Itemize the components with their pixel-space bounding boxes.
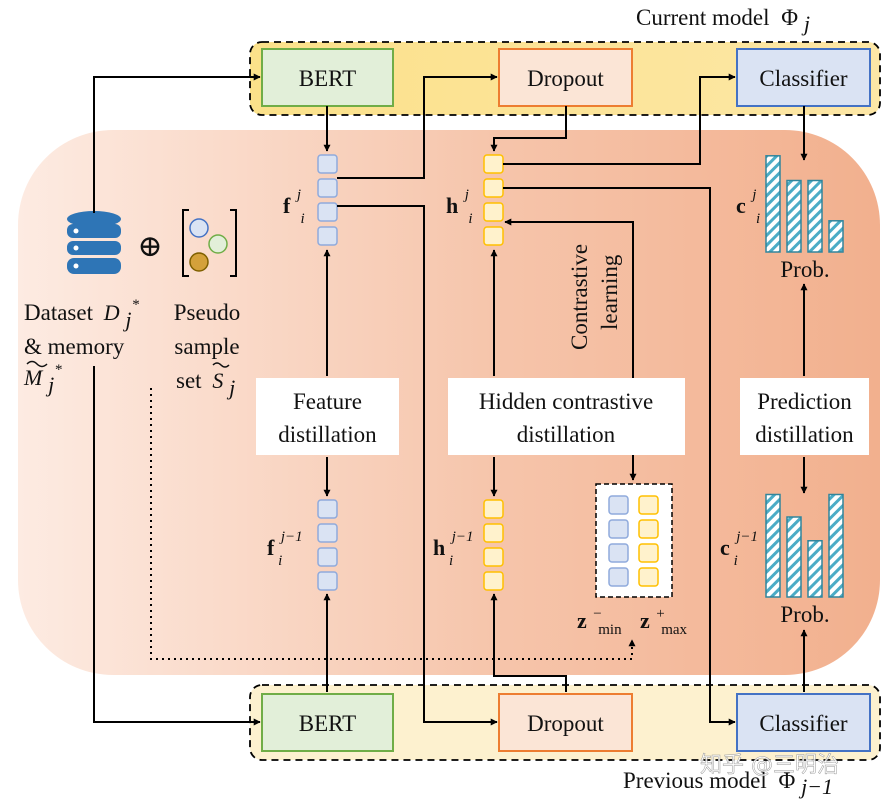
pseudo-label-line2: sample: [174, 334, 239, 359]
memory-label: & memory: [24, 334, 125, 359]
z-min-label: z − min: [577, 598, 622, 638]
prob-current-bar-1: [765, 155, 781, 253]
prob-bars-current: [765, 155, 844, 253]
svg-text:distillation: distillation: [755, 422, 854, 447]
pseudo-set-icon: [182, 209, 237, 277]
feature-distillation-box: Feature distillation: [256, 378, 399, 455]
f-previous-label: f j−1 i: [267, 521, 308, 569]
prob-previous-bar-3: [807, 540, 823, 598]
bert-previous: BERT: [261, 693, 394, 752]
svg-text:distillation: distillation: [517, 422, 616, 447]
prob-current-bar-4: [828, 220, 844, 253]
watermark: 知乎 @三明治: [700, 753, 839, 778]
svg-text:distillation: distillation: [278, 422, 377, 447]
svg-text:Hidden contrastive: Hidden contrastive: [479, 389, 653, 414]
pseudo-tilde: [212, 362, 230, 368]
contrastive-learning-label: Contrastive: [567, 244, 592, 350]
prob-current-bar-2: [786, 179, 802, 253]
svg-text:Dropout: Dropout: [527, 711, 604, 736]
prediction-distillation-box: Prediction distillation: [740, 378, 869, 455]
f-current-label: f j i: [283, 179, 307, 227]
h-previous-label: h j−1 i: [433, 521, 479, 569]
feature-vector-previous: [317, 499, 338, 591]
svg-text:Dropout: Dropout: [527, 66, 604, 91]
connectors: [93, 73, 808, 726]
svg-text:BERT: BERT: [299, 711, 356, 736]
svg-text:Feature: Feature: [293, 389, 362, 414]
prob-previous-bar-1: [765, 493, 781, 598]
hidden-vector-current: [483, 154, 504, 246]
classifier-current: Classifier: [736, 48, 871, 107]
prob-current-bar-3: [807, 179, 823, 253]
previous-model-title: Previous model Φ j−1: [623, 768, 833, 799]
current-model-title: Current model Φ j: [636, 5, 810, 36]
svg-text:BERT: BERT: [299, 66, 356, 91]
c-previous-label: c j−1 i: [720, 521, 764, 569]
pseudo-label-line3: set S j: [176, 368, 235, 400]
prob-label-previous: Prob.: [780, 602, 829, 627]
hidden-vector-previous: [483, 499, 504, 591]
svg-text:Classifier: Classifier: [759, 66, 847, 91]
prob-label-current: Prob.: [780, 257, 829, 282]
z-max-label: z + max: [640, 598, 688, 638]
c-current-label: c j i: [736, 179, 762, 227]
prob-bars-previous: [765, 493, 844, 598]
prob-previous-bar-4: [828, 493, 844, 598]
pseudo-label-line1: Pseudo: [174, 300, 240, 325]
hidden-distillation-box: Hidden contrastive distillation: [448, 378, 685, 455]
svg-text:Classifier: Classifier: [759, 711, 847, 736]
dropout-previous: Dropout: [498, 693, 633, 752]
memory-tilde: [26, 360, 48, 368]
h-current-label: h j i: [446, 179, 474, 227]
database-icon: [67, 211, 121, 274]
classifier-previous: Classifier: [736, 693, 871, 752]
memory-symbol: M j *: [23, 362, 62, 397]
feature-vector-current: [317, 154, 338, 246]
dropout-current: Dropout: [498, 48, 633, 107]
contrastive-learning-label-2: learning: [597, 254, 622, 330]
prob-previous-bar-2: [786, 516, 802, 598]
bert-current: BERT: [261, 48, 394, 107]
svg-text:Prediction: Prediction: [757, 389, 852, 414]
oplus-symbol: ⊕: [137, 230, 162, 263]
contrastive-samples-box: [595, 483, 673, 598]
dataset-label: Dataset D j *: [24, 297, 140, 332]
